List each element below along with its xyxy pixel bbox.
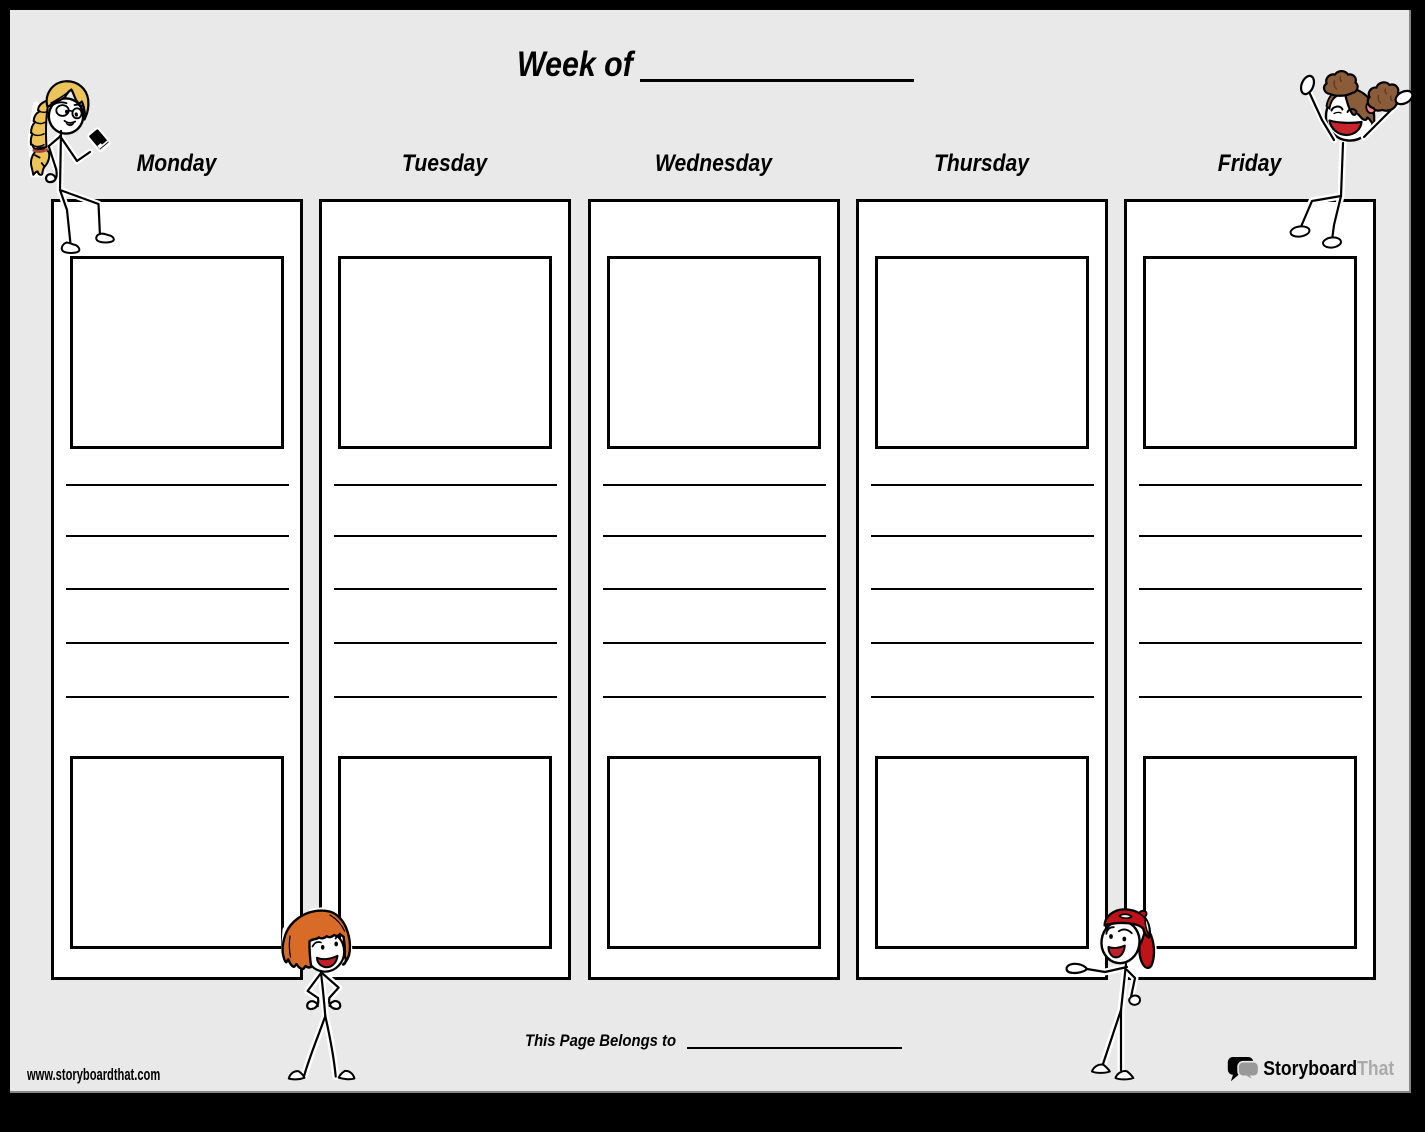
- svg-text:StoryboardThat: StoryboardThat: [1263, 1057, 1395, 1079]
